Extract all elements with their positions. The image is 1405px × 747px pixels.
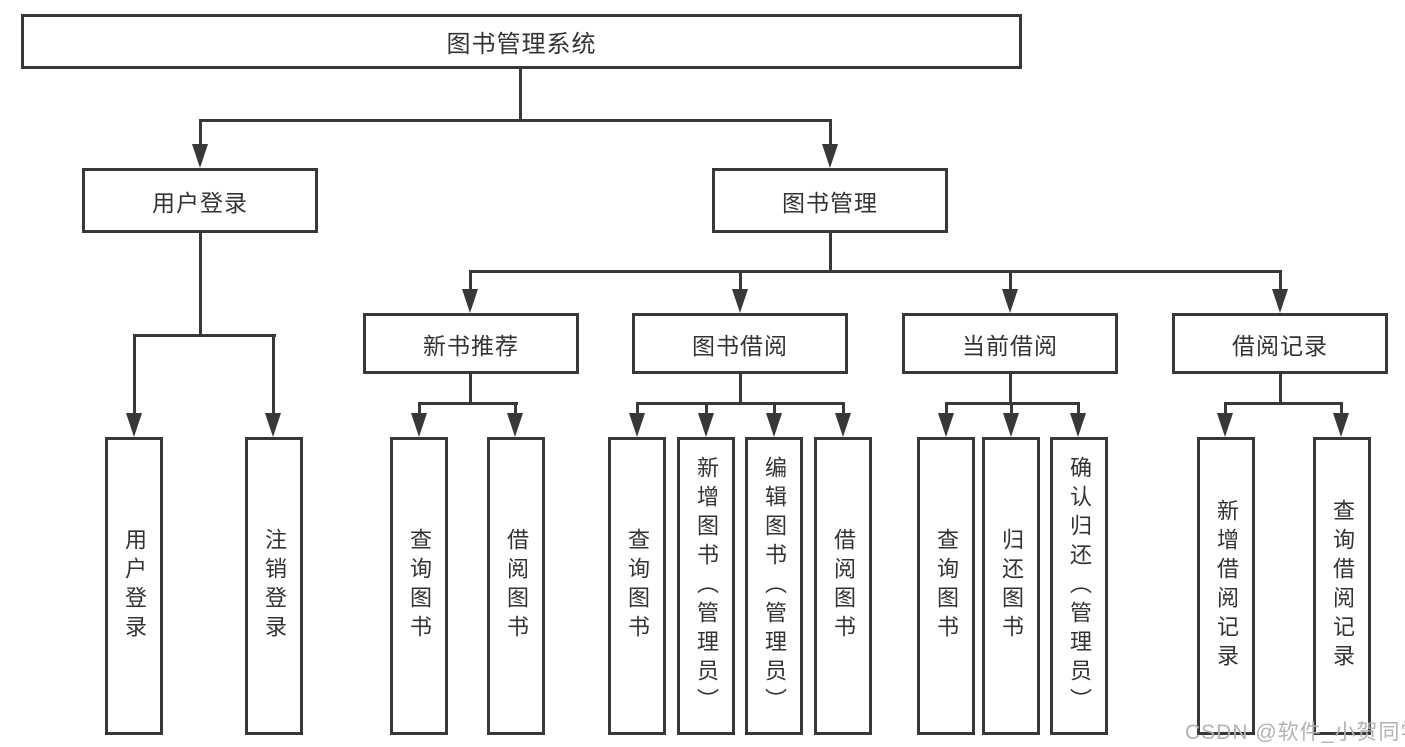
connector-line	[1009, 374, 1012, 405]
leaf-confirm-return-admin: 确认归还（管理员）	[1050, 437, 1108, 735]
node-borrowing-records: 借阅记录	[1172, 313, 1388, 374]
connector-line	[519, 68, 522, 120]
arrow-down-icon	[1002, 289, 1018, 313]
connector-line	[636, 402, 845, 405]
connector-line	[636, 402, 639, 416]
connector-line	[469, 270, 472, 292]
connector-line	[199, 233, 202, 335]
connector-line	[199, 119, 202, 146]
leaf-query-books-borrowing: 查询图书	[608, 437, 666, 735]
connector-line	[739, 270, 742, 292]
arrow-down-icon	[1217, 413, 1233, 437]
connector-line	[739, 374, 742, 405]
leaf-user-login: 用户登录	[105, 437, 163, 735]
leaf-borrow-books: 借阅图书	[814, 437, 872, 735]
connector-line	[945, 402, 948, 416]
node-new-book-recommendation: 新书推荐	[363, 313, 579, 374]
leaf-add-books-admin: 新增图书（管理员）	[677, 437, 735, 735]
arrow-down-icon	[192, 144, 208, 168]
connector-line	[773, 402, 776, 416]
leaf-query-borrow-record: 查询借阅记录	[1313, 437, 1371, 735]
arrow-down-icon	[822, 144, 838, 168]
node-current-borrowing: 当前借阅	[902, 313, 1118, 374]
connector-line	[1224, 402, 1227, 416]
connector-line	[469, 374, 472, 405]
connector-line	[1279, 374, 1282, 405]
leaf-borrow-books-recommend: 借阅图书	[487, 437, 545, 735]
connector-line	[514, 402, 517, 416]
watermark: CSDN @软件_小贺同学	[1185, 721, 1405, 744]
connector-line	[199, 119, 832, 122]
arrow-down-icon	[1333, 413, 1349, 437]
arrow-down-icon	[835, 413, 851, 437]
arrow-down-icon	[462, 289, 478, 313]
leaf-query-books-current: 查询图书	[917, 437, 975, 735]
connector-line	[469, 270, 1282, 273]
connector-line	[1077, 402, 1080, 416]
leaf-return-books: 归还图书	[982, 437, 1040, 735]
arrow-down-icon	[732, 289, 748, 313]
arrow-down-icon	[1003, 413, 1019, 437]
node-library-management-system: 图书管理系统	[21, 14, 1022, 69]
arrow-down-icon	[411, 413, 427, 437]
arrow-down-icon	[126, 413, 142, 437]
node-book-borrowing: 图书借阅	[632, 313, 848, 374]
arrow-down-icon	[698, 413, 714, 437]
connector-line	[1279, 270, 1282, 292]
leaf-query-books-recommend: 查询图书	[390, 437, 448, 735]
connector-line	[133, 334, 136, 416]
arrow-down-icon	[1070, 413, 1086, 437]
arrow-down-icon	[938, 413, 954, 437]
leaf-add-borrow-record: 新增借阅记录	[1197, 437, 1255, 735]
arrow-down-icon	[507, 413, 523, 437]
arrow-down-icon	[629, 413, 645, 437]
node-user-login: 用户登录	[82, 168, 318, 233]
node-book-management: 图书管理	[712, 168, 948, 233]
connector-line	[133, 334, 276, 337]
connector-line	[272, 334, 275, 416]
connector-line	[829, 233, 832, 273]
connector-line	[1340, 402, 1343, 416]
connector-line	[1009, 270, 1012, 292]
arrow-down-icon	[265, 413, 281, 437]
leaf-logout: 注销登录	[245, 437, 303, 735]
connector-line	[829, 119, 832, 146]
connector-line	[418, 402, 421, 416]
arrow-down-icon	[766, 413, 782, 437]
arrow-down-icon	[1272, 289, 1288, 313]
connector-line	[842, 402, 845, 416]
connector-line	[705, 402, 708, 416]
connector-line	[1010, 402, 1013, 416]
connector-line	[1224, 402, 1343, 405]
leaf-edit-books-admin: 编辑图书（管理员）	[745, 437, 803, 735]
connector-line	[418, 402, 518, 405]
